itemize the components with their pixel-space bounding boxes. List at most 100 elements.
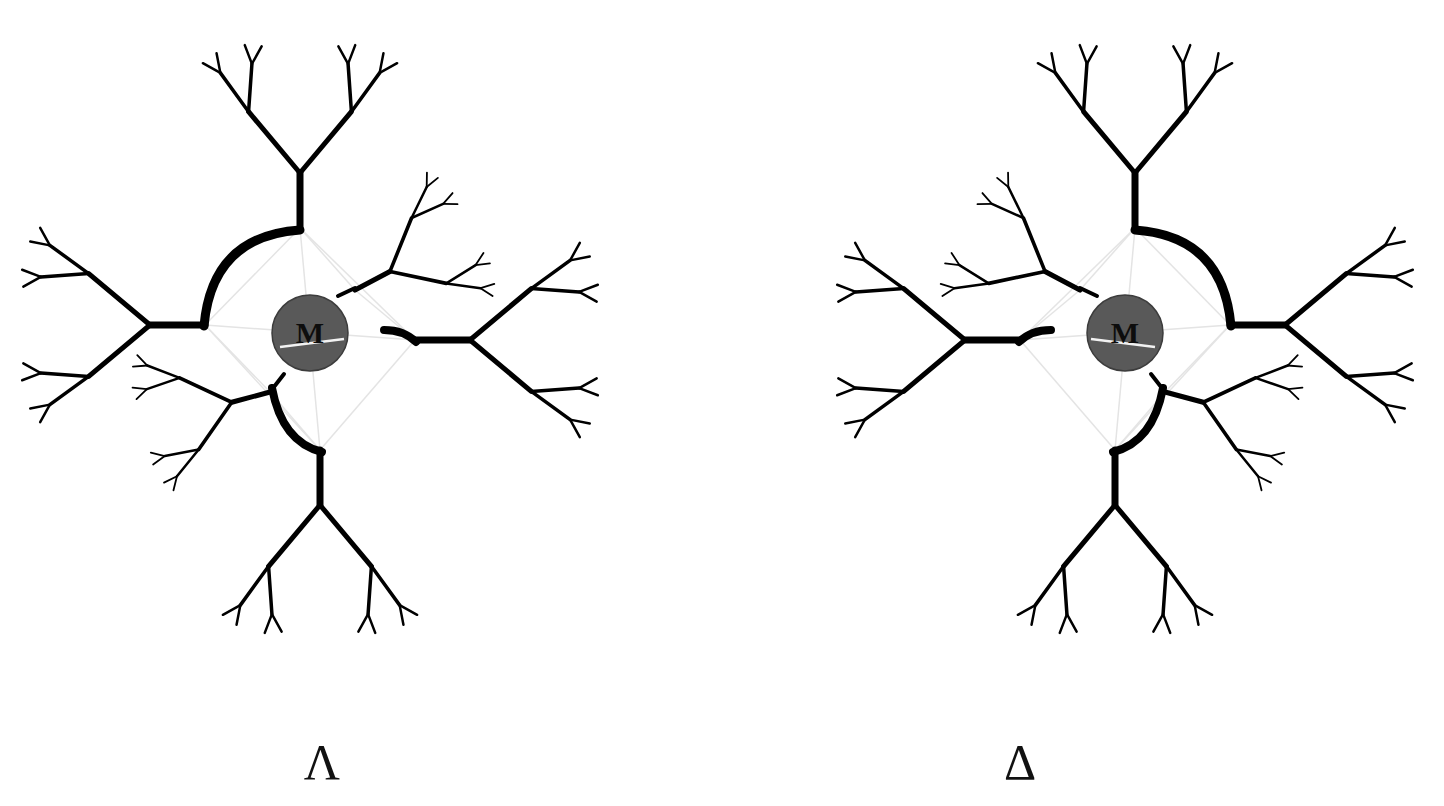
dendron-branch [1115,505,1166,566]
linker-arc [1019,330,1051,342]
dendron-branch [1195,605,1212,615]
dendron-branch [265,614,272,633]
dendron-branch [1288,366,1302,367]
dendron-branch [959,265,988,283]
dendron-branch [531,391,570,419]
linker-arc [384,330,416,342]
dendron-branch [1285,274,1346,325]
bond-line [1080,228,1135,290]
metal-symbol: M [270,293,350,373]
dendron-branch [837,285,856,292]
dendron-branch [977,203,991,205]
dendron-branch [1183,64,1186,112]
dendron-branch [1135,112,1186,173]
dendron-branch [1084,64,1087,112]
dendron-branch [89,325,150,376]
dendron-branch [476,263,490,265]
dendron-branch [1285,325,1346,376]
dendron-branch [446,265,475,283]
dendron-branch [579,378,596,388]
dendron-branch [1258,476,1271,482]
dendron-branch [904,289,965,340]
dendron-branch [412,204,444,218]
dendron-branch [855,420,865,437]
dendron-branch [23,277,40,287]
dendrimer-figure [837,45,1413,633]
dendron-branch [1064,566,1067,614]
dendron-branch [1255,366,1287,378]
dendron-branch [954,283,988,288]
dendron-branch [1032,605,1036,625]
dendron-branch [1288,389,1298,399]
dendron-branch [579,388,598,395]
dendron-branch [1084,112,1135,173]
dendron-branch [317,450,324,505]
dendron-branch [470,289,531,340]
dendron-branch [1270,453,1284,456]
chirality-label: Λ [304,733,340,791]
dendron-branch [838,378,855,388]
dendron-branch [165,449,199,456]
dendron-branch [838,292,855,302]
dendron-branch [1038,63,1055,73]
linker-line [270,374,284,392]
linker-arc [272,388,322,452]
bond-line [205,325,270,392]
dendron-branch [570,420,580,437]
dendron-branch [1183,45,1190,64]
dendron-branch [240,566,268,605]
dendron-branch [249,64,252,112]
metal-center: M [270,293,350,373]
dendron-branch [1346,245,1385,273]
dendron-branch [989,271,1045,283]
dendron-branch [1080,45,1087,64]
dendron-branch [1067,614,1077,631]
dendrimer-figure [22,45,598,633]
dendron-branch [180,378,232,402]
dendron-branch [992,204,1024,218]
dendron-branch [217,53,221,73]
dendron-branch [351,73,379,112]
dendron-branch [348,45,355,64]
dendron-branch [348,64,351,112]
dendron-branch [1035,566,1063,605]
dendron-branch [1165,392,1203,402]
metal-symbol: M [1085,293,1165,373]
dendron-branch [481,284,495,288]
dendron-branch [164,476,177,482]
dendron-branch [368,566,371,614]
dendron-branch [531,388,579,391]
dendron-branch [1166,566,1194,605]
dendron-branch [50,376,89,404]
chirality-label: Δ [1004,733,1036,791]
dendron-branch [856,388,904,391]
linker-arc [1113,388,1163,452]
dendron-branch [1203,402,1236,449]
dendron-branch [1385,405,1405,409]
dendron-branch [1060,614,1067,633]
dendron-branch [1236,449,1270,456]
dendron-branch [446,283,480,288]
dendron-branch [856,289,904,292]
dendron-branch [269,505,320,566]
dendron-branch [1394,270,1413,277]
dendron-branch [1288,388,1302,390]
dendron-branch [982,193,991,204]
dendron-branch [232,392,270,402]
dendron-branch [904,340,965,391]
dendron-branch [220,73,248,112]
dendron-branch [23,363,40,373]
dendron-branch [150,322,205,329]
dendron-branch [22,270,41,277]
dendron-branch [1173,46,1183,63]
bond-line [1165,325,1230,392]
linker-line [1080,288,1097,296]
dendron-branch [41,373,89,376]
metal-center: M [1085,293,1165,373]
dendron-branch [1064,505,1115,566]
linker-line [1151,374,1165,392]
dendron-branch [579,292,596,302]
dendron-branch [147,378,180,389]
dendron-branch [133,388,147,390]
dendron-branch [371,566,399,605]
